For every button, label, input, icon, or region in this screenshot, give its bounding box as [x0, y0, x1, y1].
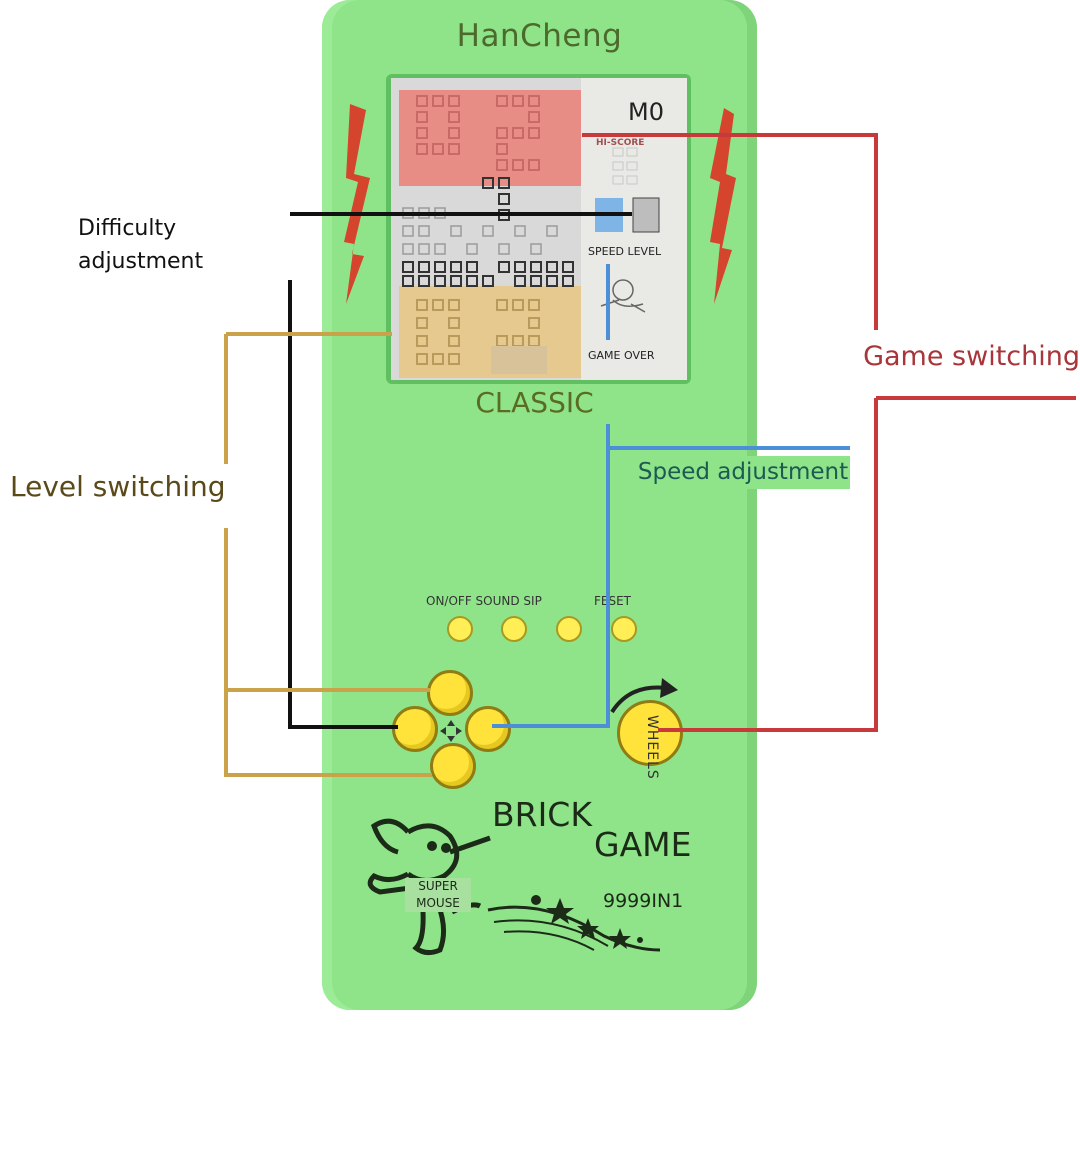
- screen-graphics: [399, 78, 687, 380]
- dpad-left-button[interactable]: [392, 706, 438, 752]
- speed-level-label: SPEED LEVEL: [588, 245, 662, 258]
- reset-button[interactable]: [611, 616, 637, 642]
- mascot-label-line-1: SUPER: [418, 879, 458, 893]
- difficulty-callout-line-2: adjustment: [78, 249, 204, 274]
- dpad-center-icon: [440, 720, 462, 742]
- game-label: GAME: [594, 825, 692, 864]
- game-over-label: GAME OVER: [588, 349, 655, 362]
- wheel-arrow-icon: [610, 678, 678, 714]
- brand-name: HanCheng: [456, 18, 623, 54]
- game-callout: Game switching: [862, 340, 1080, 373]
- brick-label: BRICK: [492, 795, 592, 834]
- mascot-label: SUPER MOUSE: [405, 878, 471, 912]
- model-label: 9999IN1: [603, 890, 684, 912]
- mode-label: CLASSIC: [475, 386, 594, 419]
- bolt-icon-left: [344, 104, 370, 304]
- speed-callout: Speed adjustment: [636, 456, 850, 489]
- score-display: M0: [628, 98, 664, 126]
- game-wheel[interactable]: [617, 700, 683, 766]
- dpad-up-button[interactable]: [427, 670, 473, 716]
- dpad-down-button[interactable]: [430, 743, 476, 789]
- level-callout: Level switching: [0, 470, 238, 503]
- dpad-right-button[interactable]: [465, 706, 511, 752]
- on-off-button[interactable]: [447, 616, 473, 642]
- sip-button[interactable]: [556, 616, 582, 642]
- reset-label: FESET: [594, 594, 632, 608]
- button-labels: ON/OFF SOUND SIP: [426, 594, 542, 608]
- mascot-label-line-2: MOUSE: [416, 896, 460, 910]
- difficulty-callout-line-1: Difficulty: [78, 216, 177, 241]
- bolt-icon-right: [710, 108, 736, 304]
- star-icon: [487, 895, 661, 952]
- difficulty-callout: Difficulty adjustment: [78, 212, 278, 278]
- hi-score-label: HI-SCORE: [596, 138, 645, 148]
- sound-button[interactable]: [501, 616, 527, 642]
